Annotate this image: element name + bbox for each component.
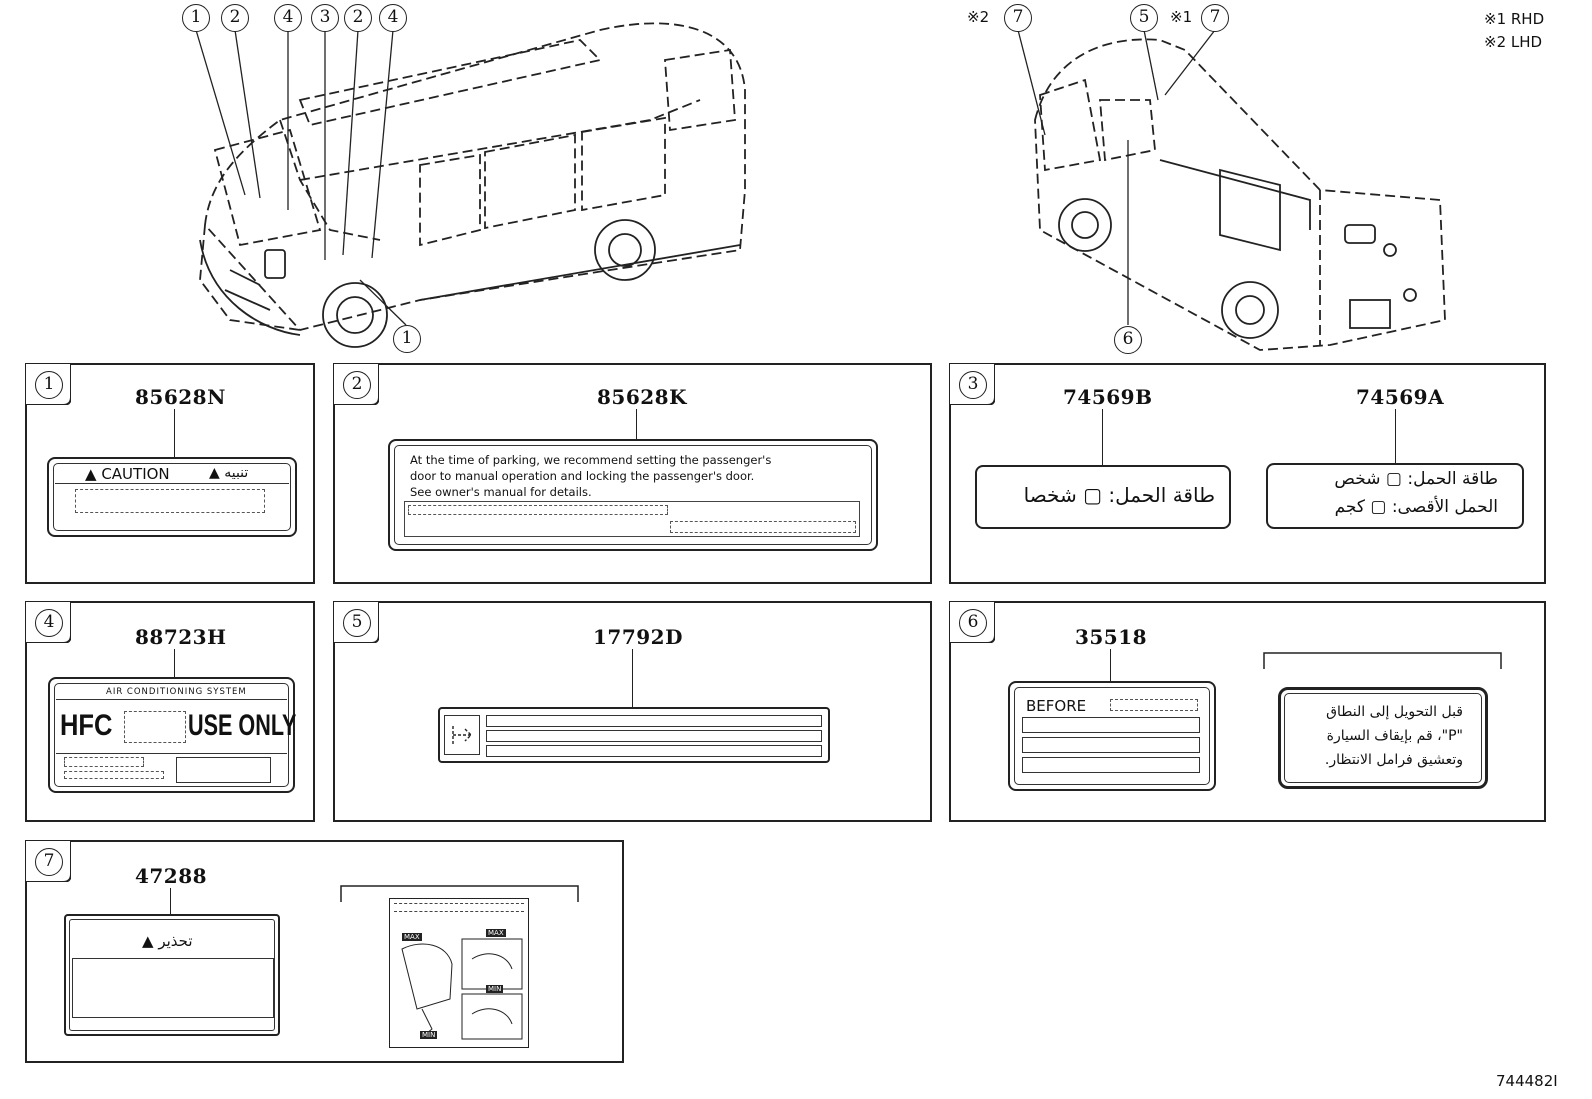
panel-4-number: 4 <box>35 609 63 637</box>
callout-7b: 7 <box>1201 4 1229 32</box>
front-bus-drawing <box>199 22 746 332</box>
part-number-85628N: 85628N <box>135 385 226 409</box>
part-number-17792D: 17792D <box>593 625 683 649</box>
before-text: BEFORE <box>1026 697 1087 715</box>
panel-5-number: 5 <box>343 609 371 637</box>
label-85628K: At the time of parking, we recommend set… <box>388 439 878 551</box>
max-tag-1: MAX <box>402 933 422 941</box>
min-tag-2: MIN <box>420 1031 438 1039</box>
front-leader-lines <box>195 29 407 326</box>
caution-arabic: تنبيه ▲ <box>209 465 249 481</box>
seat-arrow-icon <box>452 726 472 744</box>
callout-4: 4 <box>274 4 302 32</box>
callout-1: 1 <box>182 4 210 32</box>
part-number-47288: 47288 <box>134 864 208 888</box>
parking-text-line2: door to manual operation and locking the… <box>410 469 755 483</box>
capacity-arabic: طاقة الحمل: ▢ شخصا <box>1023 483 1215 507</box>
part-number-74569B: 74569B <box>1063 385 1153 409</box>
part-number-35518: 35518 <box>1074 625 1148 649</box>
panel-6: 6 35518 BEFORE قبل التحويل إلى النطاق "P… <box>949 601 1546 822</box>
part-number-88723H: 88723H <box>135 625 227 649</box>
panel-1: 1 85628N ▲ CAUTION تنبيه ▲ <box>25 363 315 584</box>
reservoir-illustration <box>401 938 523 1040</box>
warning-arabic: تحذير ▲ <box>142 932 193 950</box>
legend-rhd: ※1 RHD <box>1484 10 1545 28</box>
panel-4: 4 88723H AIR CONDITIONING SYSTEM HFC USE… <box>25 601 315 822</box>
callout-2: 2 <box>221 4 249 32</box>
label-35518-arabic: قبل التحويل إلى النطاق "P"، قم بإيقاف ال… <box>1278 687 1488 789</box>
rear-bus-solid <box>1058 159 1417 339</box>
callout-2b: 2 <box>344 4 372 32</box>
bracket-6 <box>1263 652 1502 669</box>
callout-6: 6 <box>1114 326 1142 354</box>
label-47288: تحذير ▲ <box>64 914 280 1036</box>
panel-7: 7 47288 تحذير ▲ MAX MAX MIN MIN <box>25 840 624 1063</box>
panel-7-number: 7 <box>35 848 63 876</box>
panel-2-number: 2 <box>343 371 371 399</box>
capacity-arabic-line2: الحمل الأقصى: ▢ كجم <box>1334 497 1498 517</box>
callout-3: 3 <box>311 4 339 32</box>
parking-text-line3: See owner's manual for details. <box>410 485 592 499</box>
arabic-line2: "P"، قم بإيقاف السيارة <box>1326 728 1463 744</box>
label-icon-box <box>444 715 480 755</box>
rear-mark-2: ※2 <box>967 8 990 26</box>
callout-5: 5 <box>1130 4 1158 32</box>
hfc-text: HFC <box>60 709 113 742</box>
capacity-arabic-line1: طاقة الحمل: ▢ شخص <box>1334 469 1498 489</box>
parking-text-line1: At the time of parking, we recommend set… <box>410 453 772 467</box>
use-only-text: USE ONLY <box>188 709 297 742</box>
rear-leader-lines <box>1017 29 1216 325</box>
min-tag-1: MIN <box>486 985 504 993</box>
max-tag-2: MAX <box>486 929 506 937</box>
label-35518: BEFORE <box>1008 681 1216 791</box>
label-85628N: ▲ CAUTION تنبيه ▲ <box>47 457 297 537</box>
legend-lhd: ※2 LHD <box>1484 33 1543 51</box>
label-74569A: طاقة الحمل: ▢ شخص الحمل الأقصى: ▢ كجم <box>1266 463 1524 529</box>
panel-6-number: 6 <box>959 609 987 637</box>
part-number-74569A: 74569A <box>1356 385 1445 409</box>
panel-1-number: 1 <box>35 371 63 399</box>
bracket-7 <box>340 885 579 902</box>
arabic-line3: وتعشيق فرامل الانتظار. <box>1324 752 1463 768</box>
ac-system-header: AIR CONDITIONING SYSTEM <box>106 687 247 697</box>
panel-3-number: 3 <box>959 371 987 399</box>
callout-1b: 1 <box>393 325 421 353</box>
panel-3: 3 74569B 74569A طاقة الحمل: ▢ شخصا طاقة … <box>949 363 1546 584</box>
label-88723H: AIR CONDITIONING SYSTEM HFC USE ONLY <box>48 677 297 793</box>
rear-bus-drawing <box>1034 38 1446 351</box>
callout-4b: 4 <box>379 4 407 32</box>
label-74569B: طاقة الحمل: ▢ شخصا <box>975 465 1231 529</box>
panel-5: 5 17792D <box>333 601 932 822</box>
part-number-85628K: 85628K <box>597 385 687 409</box>
label-17792D <box>438 707 830 763</box>
caution-text: ▲ CAUTION <box>85 465 170 483</box>
rear-mark-1: ※1 <box>1170 8 1193 26</box>
fluid-level-label: MAX MAX MIN MIN <box>389 898 529 1048</box>
diagram-id: 744482I <box>1496 1072 1558 1090</box>
front-bus-solid <box>199 219 741 348</box>
callout-7: 7 <box>1004 4 1032 32</box>
panel-2: 2 85628K At the time of parking, we reco… <box>333 363 932 584</box>
arabic-line1: قبل التحويل إلى النطاق <box>1326 704 1463 720</box>
